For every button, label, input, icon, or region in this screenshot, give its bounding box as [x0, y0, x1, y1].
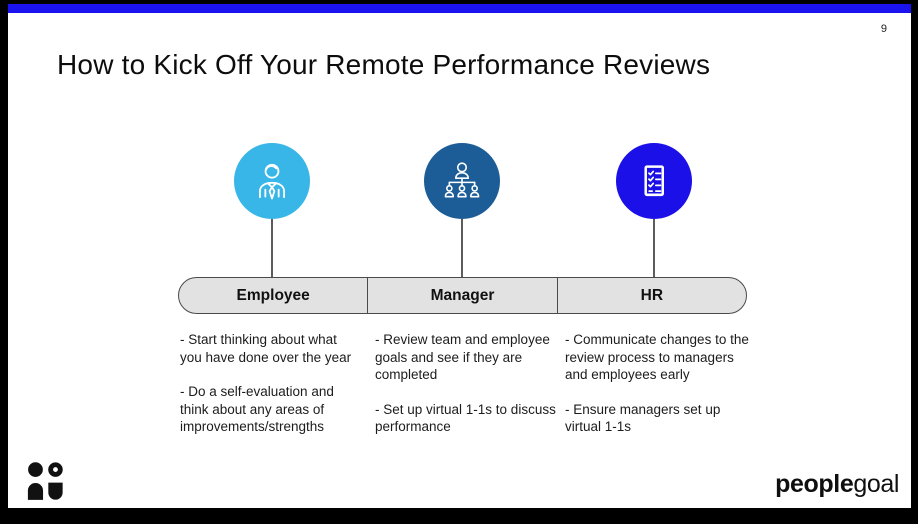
- bullet-text: - Review team and employee goals and see…: [375, 332, 550, 382]
- wordmark-people: people: [775, 470, 854, 498]
- manager-bullets: - Review team and employee goals and see…: [375, 331, 557, 453]
- page-number: 9: [880, 23, 887, 35]
- checklist-icon: [631, 158, 677, 204]
- hr-circle: [616, 143, 692, 219]
- peoplegoal-logo-mark-icon: [26, 462, 66, 502]
- bullet-text: - Start thinking about what you have don…: [180, 332, 352, 365]
- employee-person-icon: [249, 158, 295, 204]
- role-segment-hr: HR: [640, 286, 664, 304]
- hr-bullets: - Communicate changes to the review proc…: [565, 331, 753, 453]
- manager-connector-line: [461, 219, 463, 277]
- org-chart-icon: [439, 158, 485, 204]
- slide: 9 How to Kick Off Your Remote Performanc…: [8, 4, 911, 508]
- top-accent-bar: [8, 4, 911, 13]
- bullet-text: - Communicate changes to the review proc…: [565, 332, 749, 382]
- peoplegoal-wordmark: peoplegoal: [775, 470, 899, 499]
- employee-circle: [234, 143, 310, 219]
- role-segment-manager: Manager: [367, 278, 558, 313]
- role-header-bar: Employee Manager HR: [178, 277, 747, 314]
- bullet-text: - Do a self-evaluation and think about a…: [180, 384, 334, 434]
- wordmark-goal: goal: [853, 470, 899, 498]
- employee-bullets: - Start thinking about what you have don…: [180, 331, 358, 453]
- bullet-text: - Set up virtual 1-1s to discuss perform…: [375, 401, 556, 435]
- role-segment-employee: Employee: [236, 286, 310, 304]
- bullet-text: - Ensure managers set up virtual 1-1s: [565, 401, 721, 435]
- slide-title: How to Kick Off Your Remote Performance …: [57, 49, 711, 80]
- manager-circle: [424, 143, 500, 219]
- hr-connector-line: [653, 219, 655, 277]
- employee-connector-line: [271, 219, 273, 277]
